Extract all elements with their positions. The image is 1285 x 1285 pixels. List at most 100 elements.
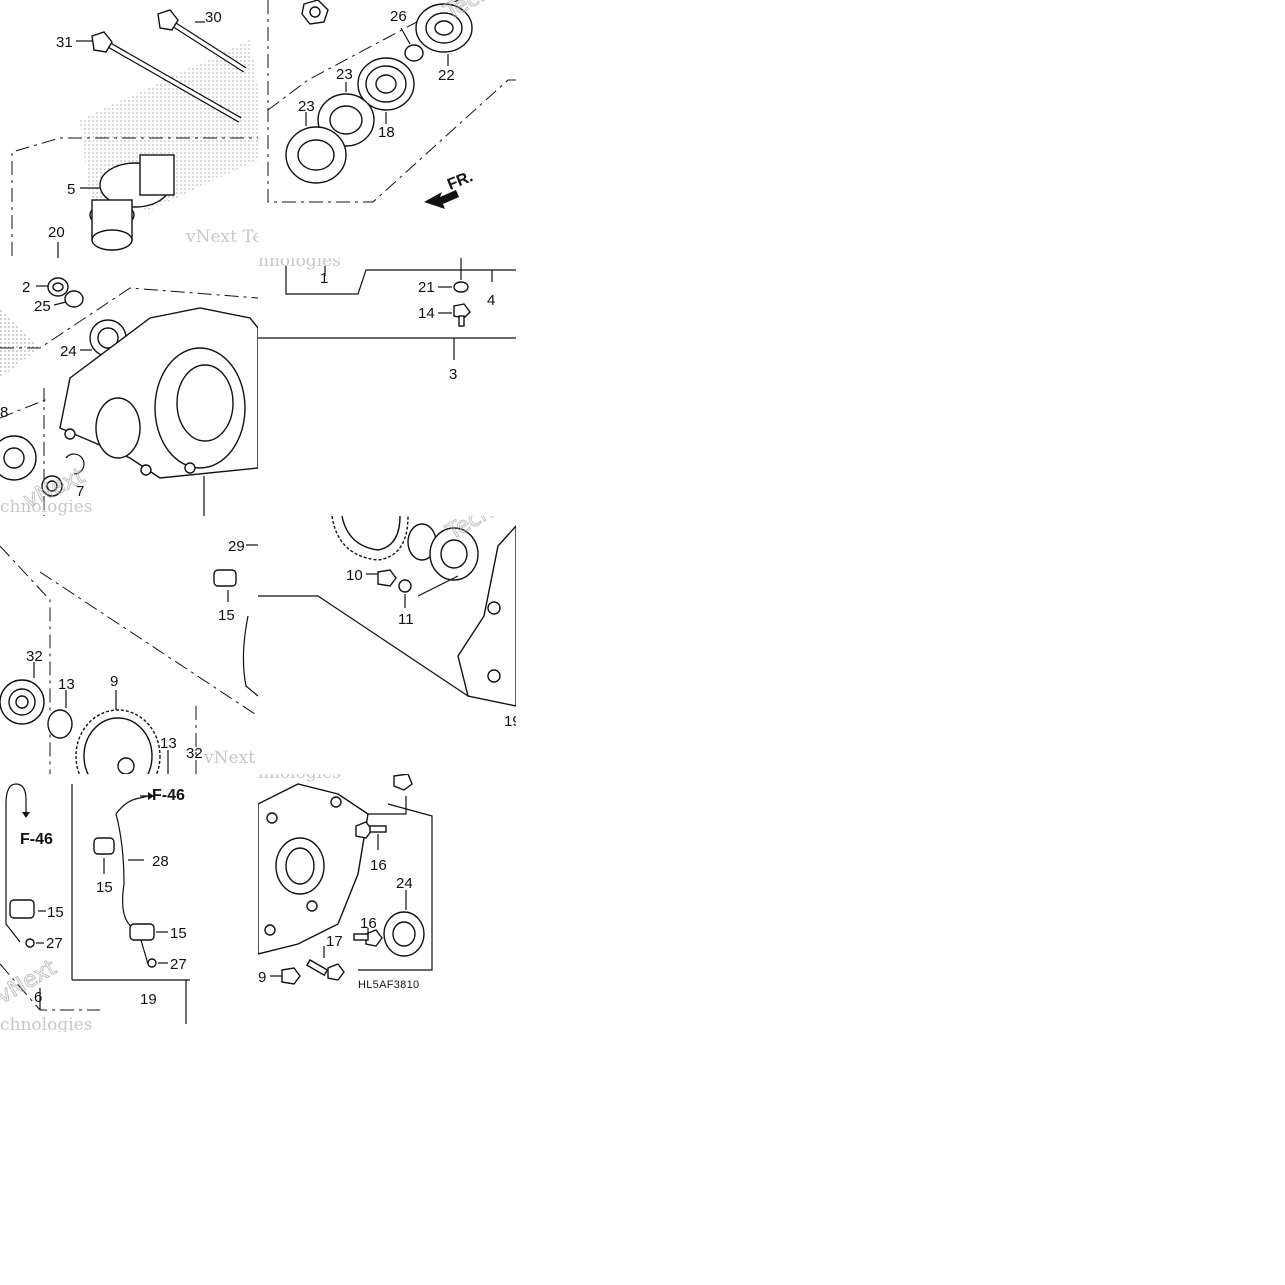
callout-14: 14	[418, 305, 435, 322]
bearing-22[interactable]	[415, 3, 473, 53]
bolt-14[interactable]	[453, 303, 471, 327]
callout-17: 17	[326, 933, 343, 950]
nut-top[interactable]	[301, 0, 329, 25]
callout-23b: 23	[298, 98, 315, 115]
watermark-text-2: Technologies	[440, 0, 516, 26]
washer-11[interactable]	[398, 579, 412, 593]
bolt-31[interactable]	[91, 31, 242, 123]
plug-2[interactable]	[47, 277, 69, 297]
clip-27-left[interactable]	[25, 938, 35, 948]
oring-25[interactable]	[64, 290, 84, 308]
callout-20: 20	[48, 224, 65, 241]
pinion-8[interactable]	[0, 435, 37, 481]
hose-ref-left: F-46	[20, 831, 53, 848]
callout-18: 18	[378, 124, 395, 141]
hub-5[interactable]	[89, 154, 175, 251]
hose-ref-right: F-46	[152, 787, 185, 804]
watermark-text-3: chnologies	[0, 497, 92, 516]
callout-31: 31	[56, 34, 73, 51]
ring-26[interactable]	[404, 44, 424, 62]
gear-case-housing[interactable]	[59, 307, 258, 479]
callout-15d: 15	[170, 925, 187, 942]
callout-28: 28	[152, 853, 169, 870]
tile-shaft-bolts: 30 31 5 20 vNext Tec	[0, 0, 258, 258]
callout-13a: 13	[58, 676, 75, 693]
watermark-text-4: hnologies	[258, 258, 341, 271]
diagram-code: HL5AF3810	[358, 979, 419, 991]
callout-29: 29	[228, 538, 245, 555]
ring-gear-9[interactable]	[75, 709, 161, 774]
callout-6: 6	[34, 989, 42, 1006]
watermark-brand-2: vNext	[0, 955, 61, 1009]
bolt-16-upper[interactable]	[355, 821, 387, 839]
bolt-16-lower[interactable]	[353, 929, 383, 947]
bearing-upper[interactable]	[429, 527, 479, 581]
callout-26: 26	[390, 8, 407, 25]
callout-27a: 27	[46, 935, 63, 952]
callout-15c: 15	[96, 879, 113, 896]
tile-final-gear: 15 29 32 13 9 13 32 vNext Tec	[0, 516, 258, 774]
shaded-region-2	[0, 308, 40, 378]
callout-23a: 23	[336, 66, 353, 83]
callout-19b: 19	[140, 991, 157, 1008]
callout-5: 5	[67, 181, 75, 198]
front-direction-arrow	[424, 190, 459, 209]
nut-9[interactable]	[281, 967, 301, 985]
callout-1: 1	[320, 270, 328, 287]
callout-16a: 16	[370, 857, 387, 874]
watermark-text-8: hnologies	[258, 774, 341, 783]
callout-9b: 9	[258, 969, 266, 986]
clamp-15-right-upper[interactable]	[93, 837, 115, 855]
front-label: FR.	[445, 168, 475, 193]
callout-10: 10	[346, 567, 363, 584]
callout-2: 2	[22, 279, 30, 296]
callout-22: 22	[438, 67, 455, 84]
washer-13[interactable]	[47, 709, 73, 739]
callout-24b: 24	[396, 875, 413, 892]
callout-7: 7	[76, 483, 84, 500]
callout-25: 25	[34, 298, 51, 315]
callout-19a: 19	[504, 713, 516, 730]
nut-cover-top[interactable]	[393, 774, 413, 791]
seal-23-lower[interactable]	[285, 126, 347, 184]
tile-assembly-tree: 1 4 3 21 14 hnologies	[258, 258, 516, 516]
watermark-text-5: vNext Tec	[203, 748, 258, 768]
callout-9a: 9	[110, 673, 118, 690]
tile-bearing-set: 22 26 18 23 23 FR. Technologie	[258, 0, 516, 258]
drain-bolt-10[interactable]	[377, 569, 397, 587]
tile-breather-hoses: F-46 15 27 F-46 28 15 15 27 19 6 chnolog…	[0, 774, 258, 1032]
callout-3: 3	[449, 366, 457, 383]
callout-11: 11	[398, 611, 414, 628]
callout-27b: 27	[170, 956, 187, 973]
callout-13b: 13	[160, 735, 177, 752]
callout-24: 24	[60, 343, 77, 360]
seal-24-cover[interactable]	[383, 911, 425, 957]
clip-7[interactable]	[41, 453, 85, 497]
tile-cover-bolts: 16 24 16 17 9 HL5AF3810 hnologies	[258, 774, 516, 1032]
watermark-text: vNext Tec	[185, 227, 258, 247]
callout-30: 30	[205, 9, 222, 26]
tile-case-housing: 2 25 24 8	[0, 258, 258, 516]
case-cover-right[interactable]	[457, 524, 516, 707]
callout-4: 4	[487, 292, 495, 309]
callout-16b: 16	[360, 915, 377, 932]
callout-32: 32	[26, 648, 43, 665]
gear-18[interactable]	[357, 57, 415, 111]
washer-21[interactable]	[453, 281, 469, 293]
breather-hose-left[interactable]	[5, 783, 27, 943]
callout-32b: 32	[186, 745, 203, 762]
bearing-32[interactable]	[0, 679, 45, 725]
callout-15a: 15	[218, 607, 235, 624]
tile-drain-plug: 10 11 19 Technologies	[258, 516, 516, 774]
clamp-15-right-lower[interactable]	[129, 923, 155, 941]
bolt-30[interactable]	[157, 9, 247, 73]
callout-15b: 15	[47, 904, 64, 921]
gear-case-cover[interactable]	[258, 783, 369, 955]
bolt-17[interactable]	[306, 959, 345, 981]
clamp-15-left[interactable]	[9, 899, 35, 919]
clamp-15-upper[interactable]	[213, 569, 237, 587]
callout-8: 8	[0, 404, 8, 421]
clip-27-right[interactable]	[147, 958, 157, 968]
callout-21: 21	[418, 279, 435, 296]
